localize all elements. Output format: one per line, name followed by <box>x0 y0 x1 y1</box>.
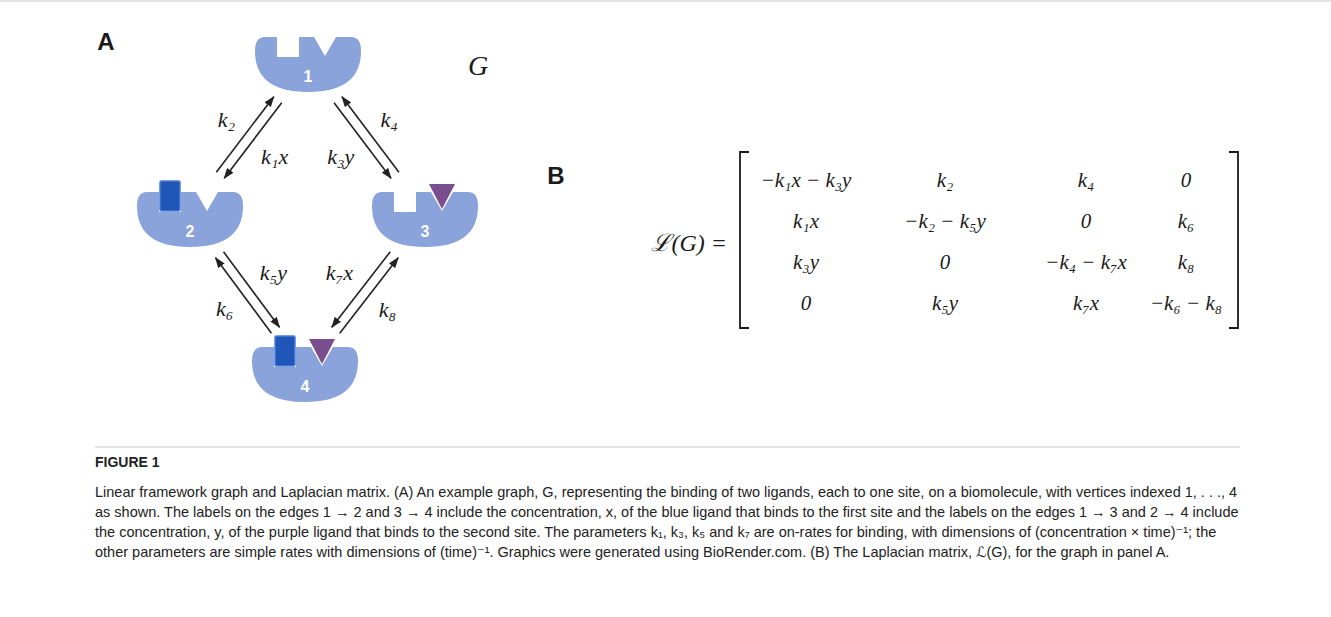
rate-label: k₁x <box>259 144 290 170</box>
rate-label: k₈ <box>377 297 398 323</box>
matrix-entry: k₅y <box>932 291 958 316</box>
matrix-entry: k₆ <box>1178 209 1195 234</box>
figure-caption: Linear framework graph and Laplacian mat… <box>95 482 1240 562</box>
biomolecule-node: 2 <box>135 180 245 250</box>
node-number: 3 <box>370 222 480 242</box>
node-number: 4 <box>250 377 360 397</box>
rate-label: k₃y <box>325 144 356 170</box>
matrix-entry: k₃y <box>793 250 819 275</box>
matrix-entry: −k₂ − k₅y <box>904 209 985 234</box>
matrix-name: ℒ(G) = <box>651 225 727 258</box>
graph-name: G <box>468 50 488 82</box>
matrix-entry: −k₁x − k₃y <box>761 168 852 193</box>
matrix-entry: k₈ <box>1178 250 1195 275</box>
blue-ligand-square <box>275 336 295 366</box>
rate-label: k₆ <box>214 296 235 322</box>
panel-label: B <box>547 162 564 190</box>
figure-number: FIGURE 1 <box>95 454 160 470</box>
matrix-entry: 0 <box>1081 209 1092 234</box>
matrix-entry: −k₆ − k₈ <box>1150 291 1222 316</box>
matrix-entry: k₇x <box>1073 291 1099 316</box>
matrix-entry: 0 <box>940 250 951 275</box>
biomolecule-node: 4 <box>250 335 360 405</box>
matrix-entry: 0 <box>801 291 812 316</box>
purple-ligand-triangle <box>309 339 335 364</box>
rate-label: k₄ <box>378 107 399 133</box>
matrix-entry: k₂ <box>937 168 954 193</box>
biomolecule-node: 1 <box>253 25 363 95</box>
rate-label: k₅y <box>258 260 289 286</box>
node-number: 2 <box>135 222 245 242</box>
blue-ligand-square <box>160 181 180 211</box>
biomolecule-node: 3 <box>370 180 480 250</box>
node-number: 1 <box>253 67 363 87</box>
rate-label: k₂ <box>216 107 237 133</box>
matrix-entry: k₄ <box>1078 168 1095 193</box>
panel-label: A <box>97 28 114 56</box>
matrix-bracket-right <box>1229 152 1238 328</box>
rate-label: k₇x <box>324 260 355 286</box>
top-rule <box>0 1 1331 2</box>
matrix-entry: −k₄ − k₇x <box>1045 250 1126 275</box>
matrix-entry: 0 <box>1181 168 1192 193</box>
matrix-bracket-left <box>740 152 749 328</box>
caption-rule <box>95 447 1240 448</box>
matrix-entry: k₁x <box>793 209 819 234</box>
purple-ligand-triangle <box>429 184 455 209</box>
